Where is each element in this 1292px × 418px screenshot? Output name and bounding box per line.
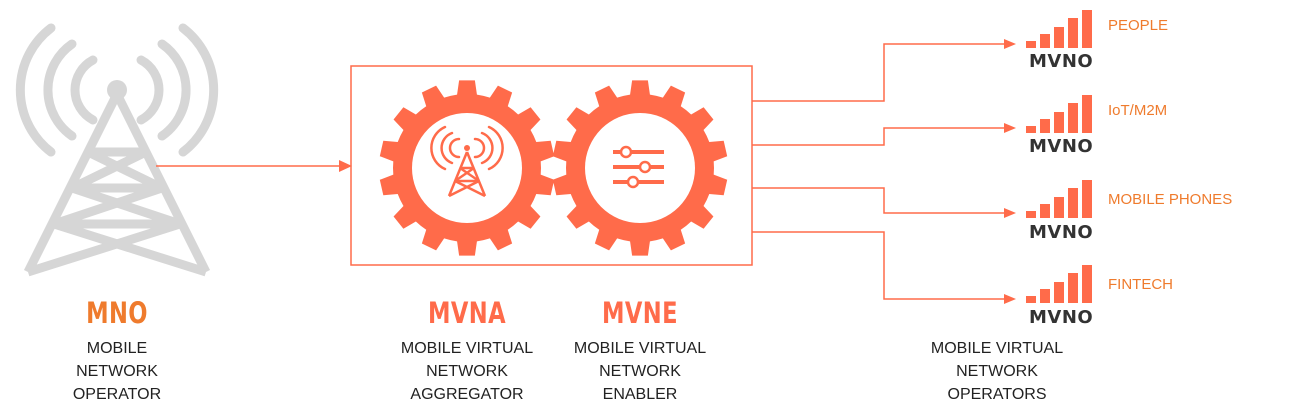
mvne-title: MVNE xyxy=(602,296,678,330)
mvno-category-iot: IoT/M2M xyxy=(1108,102,1168,119)
mvne-desc-line1: MOBILE VIRTUAL xyxy=(573,340,707,357)
signal-bars-icon xyxy=(1026,180,1092,218)
mvno-group-line1: MOBILE VIRTUAL xyxy=(930,340,1064,357)
mvne-description: MOBILE VIRTUAL NETWORK ENABLER xyxy=(560,337,720,406)
signal-bar xyxy=(1040,204,1050,218)
signal-bar xyxy=(1054,112,1064,133)
mno-desc-line2: NETWORK xyxy=(76,363,158,380)
mvno-group-description: MOBILE VIRTUAL NETWORK OPERATORS xyxy=(912,337,1082,406)
mvna-desc-line1: MOBILE VIRTUAL xyxy=(400,340,534,357)
mno-title: MNO xyxy=(86,296,148,330)
signal-bar xyxy=(1040,34,1050,48)
signal-bar xyxy=(1040,289,1050,303)
signal-bars-icon xyxy=(1026,10,1092,48)
signal-bar xyxy=(1026,211,1036,218)
signal-bar xyxy=(1082,10,1092,48)
mvno-connectors xyxy=(752,43,1006,300)
signal-bars-icon xyxy=(1026,95,1092,133)
cell-tower-icon xyxy=(15,23,219,277)
mvno-label: MVNO xyxy=(1029,222,1094,243)
signal-bars-group xyxy=(1026,10,1092,303)
mvna-description: MOBILE VIRTUAL NETWORK AGGREGATOR xyxy=(387,337,547,406)
mvno-label: MVNO xyxy=(1029,51,1094,72)
mvno-label: MVNO xyxy=(1029,307,1094,328)
signal-bar xyxy=(1068,103,1078,133)
mno-description: MOBILE NETWORK OPERATOR xyxy=(47,337,187,406)
mno-desc-line1: MOBILE xyxy=(86,340,148,357)
signal-bar xyxy=(1068,188,1078,218)
signal-bar xyxy=(1026,126,1036,133)
mvne-desc-line2: NETWORK xyxy=(599,363,681,380)
signal-bar xyxy=(1040,119,1050,133)
mvne-desc-line3: ENABLER xyxy=(602,386,678,403)
mvna-desc-line2: NETWORK xyxy=(426,363,508,380)
mno-to-box-arrow xyxy=(156,160,352,172)
mvna-desc-line3: AGGREGATOR xyxy=(410,386,524,403)
signal-bar xyxy=(1068,18,1078,48)
signal-bar xyxy=(1082,265,1092,303)
signal-bar xyxy=(1054,197,1064,218)
mvno-group-line2: NETWORK xyxy=(956,363,1038,380)
mvno-label: MVNO xyxy=(1029,136,1094,157)
mno-desc-line3: OPERATOR xyxy=(72,386,162,403)
mvno-category-mobile-phones: MOBILE PHONES xyxy=(1108,191,1233,208)
signal-bar xyxy=(1068,273,1078,303)
signal-bar xyxy=(1026,296,1036,303)
signal-bar xyxy=(1082,180,1092,218)
mvno-arrowheads xyxy=(1004,39,1016,304)
signal-bar xyxy=(1054,27,1064,48)
mvno-group-line3: OPERATORS xyxy=(947,386,1047,403)
mvno-category-fintech: FINTECH xyxy=(1108,276,1173,293)
signal-bar xyxy=(1082,95,1092,133)
signal-bars-icon xyxy=(1026,265,1092,303)
mvna-mvne-box xyxy=(350,65,753,266)
signal-bar xyxy=(1054,282,1064,303)
antenna-gear-icon xyxy=(430,125,504,198)
sliders-gear-icon xyxy=(613,145,664,189)
mvna-title: MVNA xyxy=(427,296,507,330)
mvno-category-people: PEOPLE xyxy=(1108,17,1169,34)
signal-bar xyxy=(1026,41,1036,48)
